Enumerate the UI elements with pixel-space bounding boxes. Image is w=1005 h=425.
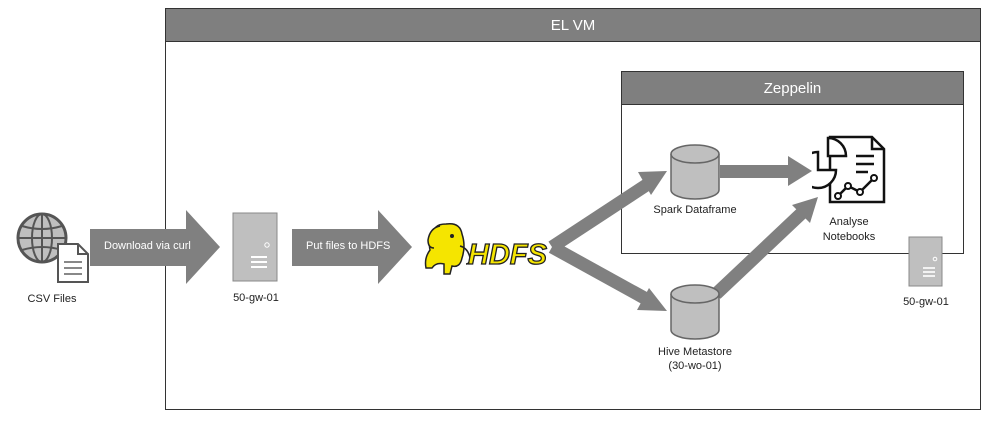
hdfs-logo-text: HDFS <box>468 239 548 271</box>
spark-to-notebooks-arrow <box>720 156 812 186</box>
spark-dataframe-label: Spark Dataframe <box>653 204 737 216</box>
gateway-server-right-icon <box>908 236 943 287</box>
download-arrow-label: Download via curl <box>104 240 191 252</box>
hive-to-notebooks-arrow <box>711 197 818 299</box>
notebooks-label-line2: Notebooks <box>822 231 876 243</box>
gateway-server-icon <box>232 212 278 282</box>
put-files-arrow <box>292 210 412 284</box>
notebook-report-icon <box>812 135 886 204</box>
el-vm-title: EL VM <box>165 8 981 42</box>
hive-metastore-label: Hive Metastore <box>658 346 732 358</box>
zeppelin-title: Zeppelin <box>621 71 964 105</box>
hive-host-label: (30-wo-01) <box>668 360 722 372</box>
put-files-arrow-label: Put files to HDFS <box>306 240 391 252</box>
spark-database-icon <box>670 144 720 200</box>
csv-files-icon <box>16 212 89 283</box>
csv-files-label: CSV Files <box>27 293 77 305</box>
hdfs-to-hive-arrow <box>548 241 667 311</box>
gateway-server-right-label: 50-gw-01 <box>903 296 949 308</box>
hdfs-logo: HDFS <box>424 222 548 275</box>
download-arrow <box>90 210 220 284</box>
hdfs-to-spark-arrow <box>548 171 667 253</box>
hive-database-icon <box>670 284 720 340</box>
notebooks-label-line1: Analyse <box>829 216 869 228</box>
gateway-server-label: 50-gw-01 <box>233 292 279 304</box>
